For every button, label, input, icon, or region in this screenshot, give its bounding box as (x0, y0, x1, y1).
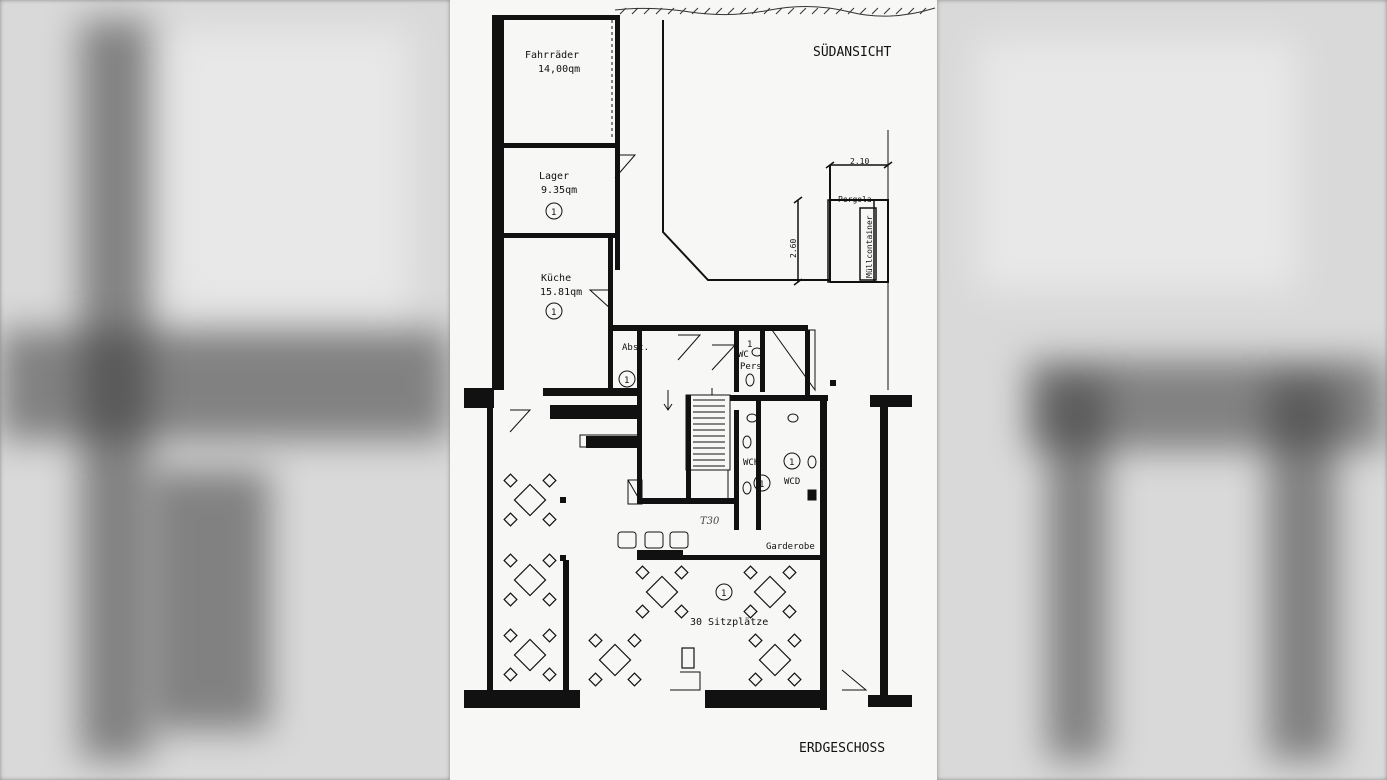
floor-plan-labels: SÜDANSICHT ERDGESCHOSS Fahrräder 14,00qm… (525, 43, 891, 756)
room-wcpers-line1: WC (738, 350, 749, 360)
room-wcd-marker: 1 (789, 458, 794, 468)
room-garderobe-name: Garderobe (766, 542, 815, 552)
terrain-hatching (614, 5, 936, 17)
walls (464, 15, 912, 710)
seating-tables (503, 473, 802, 687)
room-gastraum-marker: 1 (721, 589, 726, 599)
view-label: SÜDANSICHT (813, 43, 891, 60)
room-wcpers-line2: Pers. (740, 362, 767, 372)
room-kueche-marker: 1 (551, 308, 556, 318)
room-fahrraeder-name: Fahrräder (525, 50, 579, 61)
dimension-pergola-width: 2.10 (850, 157, 869, 166)
pergola-label: Pergola (838, 195, 872, 204)
room-kueche-area: 15.81qm (540, 287, 582, 298)
room-lager-name: Lager (539, 171, 569, 182)
muellcontainer-label: Müllcontainer (865, 215, 874, 278)
room-fahrraeder-area: 14,00qm (538, 64, 580, 75)
blurred-background-right (937, 0, 1387, 780)
room-wcd-name: WCD (784, 477, 800, 487)
room-abst-name: Abst. (622, 343, 649, 353)
room-lager-area: 9.35qm (541, 185, 577, 196)
floor-plan-drawing (464, 5, 936, 710)
room-wch-marker: 1 (759, 480, 764, 490)
pergola-structure (793, 161, 893, 286)
room-kueche-name: Küche (541, 273, 571, 284)
floor-label: ERDGESCHOSS (799, 741, 885, 756)
room-abst-marker: 1 (624, 376, 629, 386)
room-gastraum-name: 30 Sitzplätze (690, 617, 768, 628)
room-marker-circles (545, 202, 801, 601)
dimension-pergola-depth: 2.60 (789, 239, 798, 258)
staircase (663, 388, 731, 471)
room-wch-name: WCH (743, 458, 759, 468)
door-swings (509, 154, 868, 691)
room-wcpers-marker: 1 (747, 340, 752, 350)
fixed-points (464, 380, 836, 708)
handwritten-note: T30 (700, 516, 720, 527)
blurred-background-left (0, 0, 450, 780)
floor-plan-sheet: SÜDANSICHT ERDGESCHOSS Fahrräder 14,00qm… (450, 0, 937, 780)
sanitary-fixtures (742, 329, 817, 501)
room-lager-marker: 1 (551, 208, 556, 218)
counter (579, 434, 689, 549)
